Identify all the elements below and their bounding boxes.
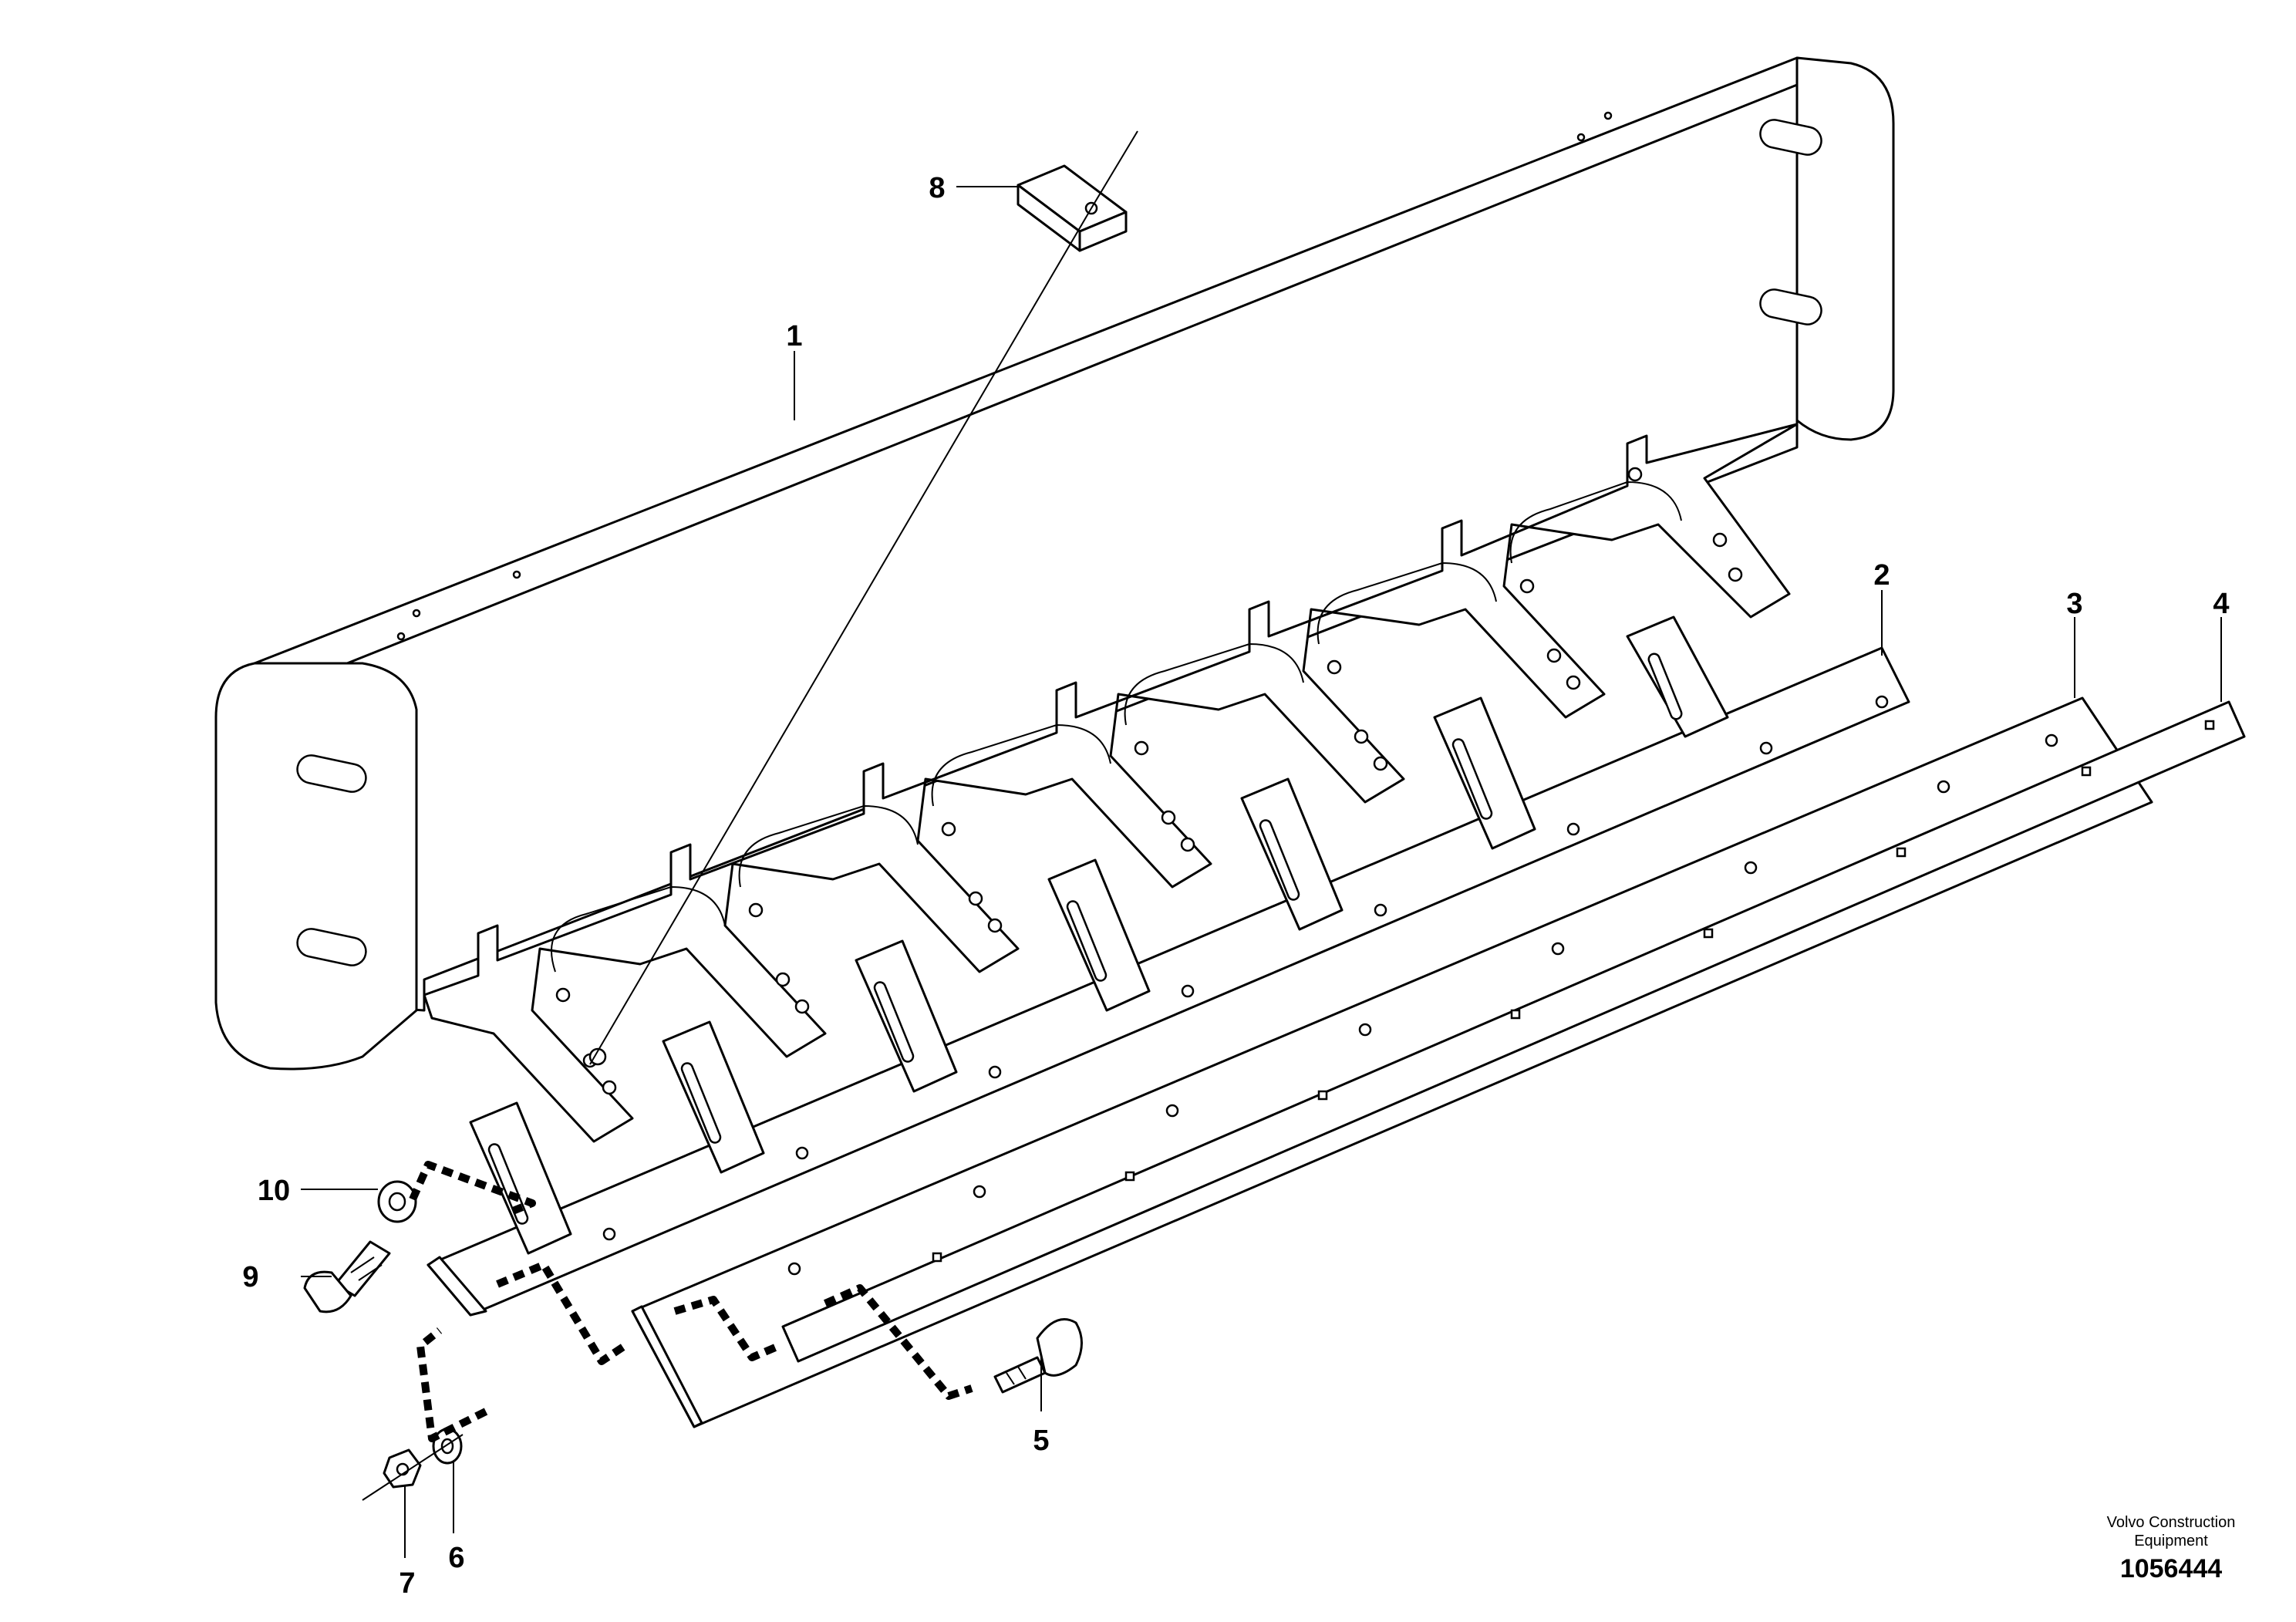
callout-7: 7 bbox=[399, 1567, 415, 1600]
frame-part-1 bbox=[214, 56, 1895, 1143]
callout-labels: 1 2 3 4 5 6 7 8 9 10 bbox=[242, 172, 2229, 1600]
callout-9: 9 bbox=[242, 1261, 258, 1293]
callout-5: 5 bbox=[1033, 1425, 1049, 1457]
block-part-8 bbox=[589, 130, 1138, 1065]
carriage-bolt-part-5 bbox=[993, 1318, 1083, 1394]
callout-4: 4 bbox=[2213, 588, 2229, 620]
callout-3: 3 bbox=[2066, 588, 2082, 620]
callout-10: 10 bbox=[258, 1175, 290, 1207]
brand-line-1: Volvo Construction bbox=[2107, 1514, 2236, 1531]
slotted-strip-part-2 bbox=[426, 615, 1910, 1317]
callout-8: 8 bbox=[929, 172, 945, 204]
brand-line-2: Equipment bbox=[2134, 1533, 2208, 1549]
assembly-paths bbox=[362, 1161, 973, 1501]
nut-part-7 bbox=[383, 1448, 422, 1489]
callout-1: 1 bbox=[786, 320, 802, 352]
document-number: 1056444 bbox=[2120, 1554, 2222, 1583]
washer-part-10 bbox=[377, 1180, 417, 1223]
washer-part-6 bbox=[432, 1428, 463, 1465]
callout-2: 2 bbox=[1873, 559, 1890, 592]
bolt-part-9 bbox=[303, 1240, 391, 1313]
callout-6: 6 bbox=[448, 1542, 464, 1574]
title-block: Volvo Construction Equipment 1056444 bbox=[2107, 1514, 2236, 1583]
wear-strip-part-4 bbox=[781, 700, 2246, 1363]
leader-lines bbox=[301, 186, 2222, 1558]
